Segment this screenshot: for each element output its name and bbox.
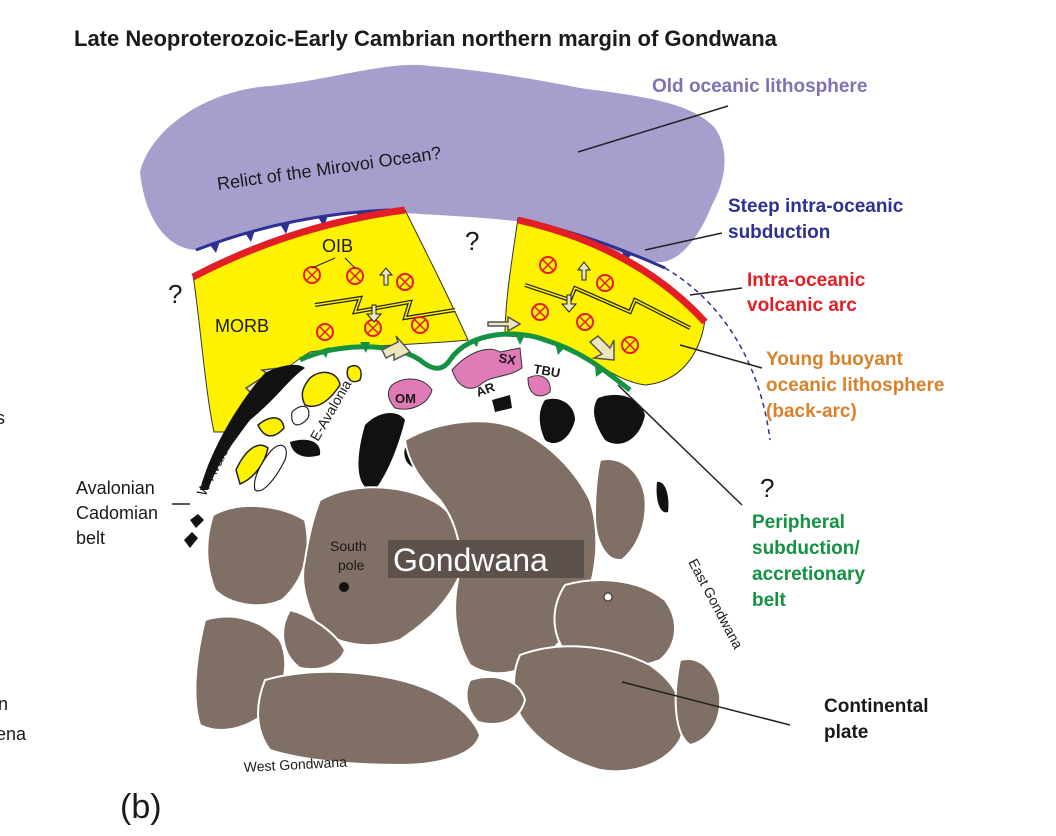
legend-peripheral-line1: Peripheral [752,512,845,533]
spreading-ridge-left-inner [314,297,456,319]
spreading-arrows [365,261,591,323]
question-mark-right: ? [760,473,774,503]
legend-arc-line2: volcanic arc [747,295,857,316]
south-pole-marker [339,582,349,592]
south-pole-label-line2: pole [338,557,365,573]
morb-label: MORB [215,316,269,336]
west-gondwana-block-5 [257,670,482,767]
pink-terranes [387,347,551,410]
gondwana-label: Gondwana [393,542,548,578]
south-pole-label-line1: South [330,538,367,554]
oib-symbols [303,256,639,354]
east-gondwana-label: East Gondwana [685,556,746,652]
old-oceanic-lithosphere [140,64,725,263]
legend-young-line1: Young buoyant [766,349,904,370]
tbu-terrane [527,375,551,397]
leader-lines [172,105,791,726]
sx-label: SX [497,350,517,368]
w-avalonia-label: W-Avalonia [193,428,240,499]
legend-continental-line1: Continental [824,696,929,717]
diagram-title: Late Neoproterozoic-Early Cambrian north… [74,26,778,51]
gondwana-label-box [388,540,584,578]
edge-fragment-n: n [0,694,8,714]
edge-fragment-ena: ena [0,724,27,744]
ar-label: AR [474,379,497,400]
legend-peripheral-line4: belt [752,590,786,611]
legend-peripheral-line3: accretionary [752,564,865,585]
west-gondwana-block-1 [206,505,309,607]
panel-label: (b) [120,788,162,826]
legend-steep-line1: Steep intra-oceanic [728,196,904,217]
legend-continental-line2: plate [824,722,868,743]
oib-label: OIB [322,236,353,256]
avalonia-outlines [253,405,310,492]
om-terrane [387,378,433,410]
volcanic-arc-left [191,206,406,281]
peripheral-teeth [320,334,604,377]
east-gondwana-block-1 [593,458,647,562]
om-label: OM [395,391,416,406]
east-gondwana-block-5 [465,675,527,725]
accretionary-slivers [184,364,669,548]
west-gondwana-block-2 [302,486,465,647]
legend-young-line2: oceanic lithosphere [766,375,944,396]
ar-sx-terrane [451,347,523,389]
question-mark-left: ? [168,279,182,309]
oib-pointer-lines [311,257,356,269]
avalonian-label-line3: belt [76,528,105,548]
legend-young-line3: (back-arc) [766,401,857,422]
edge-fragment-s: s [0,408,5,428]
avalonia-terranes [235,364,362,486]
legend-peripheral-line2: subduction/ [752,538,860,559]
tbu-label: TBU [532,361,561,380]
legend-arc-line1: Intra-oceanic [747,270,866,291]
peripheral-subduction-belt [298,331,632,392]
oib-symbol-crosses [305,258,637,352]
question-mark-center: ? [465,226,479,256]
legend-old-oceanic: Old oceanic lithosphere [652,76,867,97]
west-gondwana-label: West Gondwana [243,754,347,775]
small-terrane-marker [603,592,613,602]
volcanic-arc-right [517,216,708,325]
avalonian-label-line1: Avalonian [76,478,155,498]
spreading-ridge-right-inner [524,284,691,329]
west-gondwana-block-3 [282,608,347,670]
avalonian-label-line2: Cadomian [76,503,158,523]
legend-steep-line2: subduction [728,222,830,243]
east-gondwana-block-3 [513,645,685,773]
east-gondwana-block-2 [553,579,677,668]
